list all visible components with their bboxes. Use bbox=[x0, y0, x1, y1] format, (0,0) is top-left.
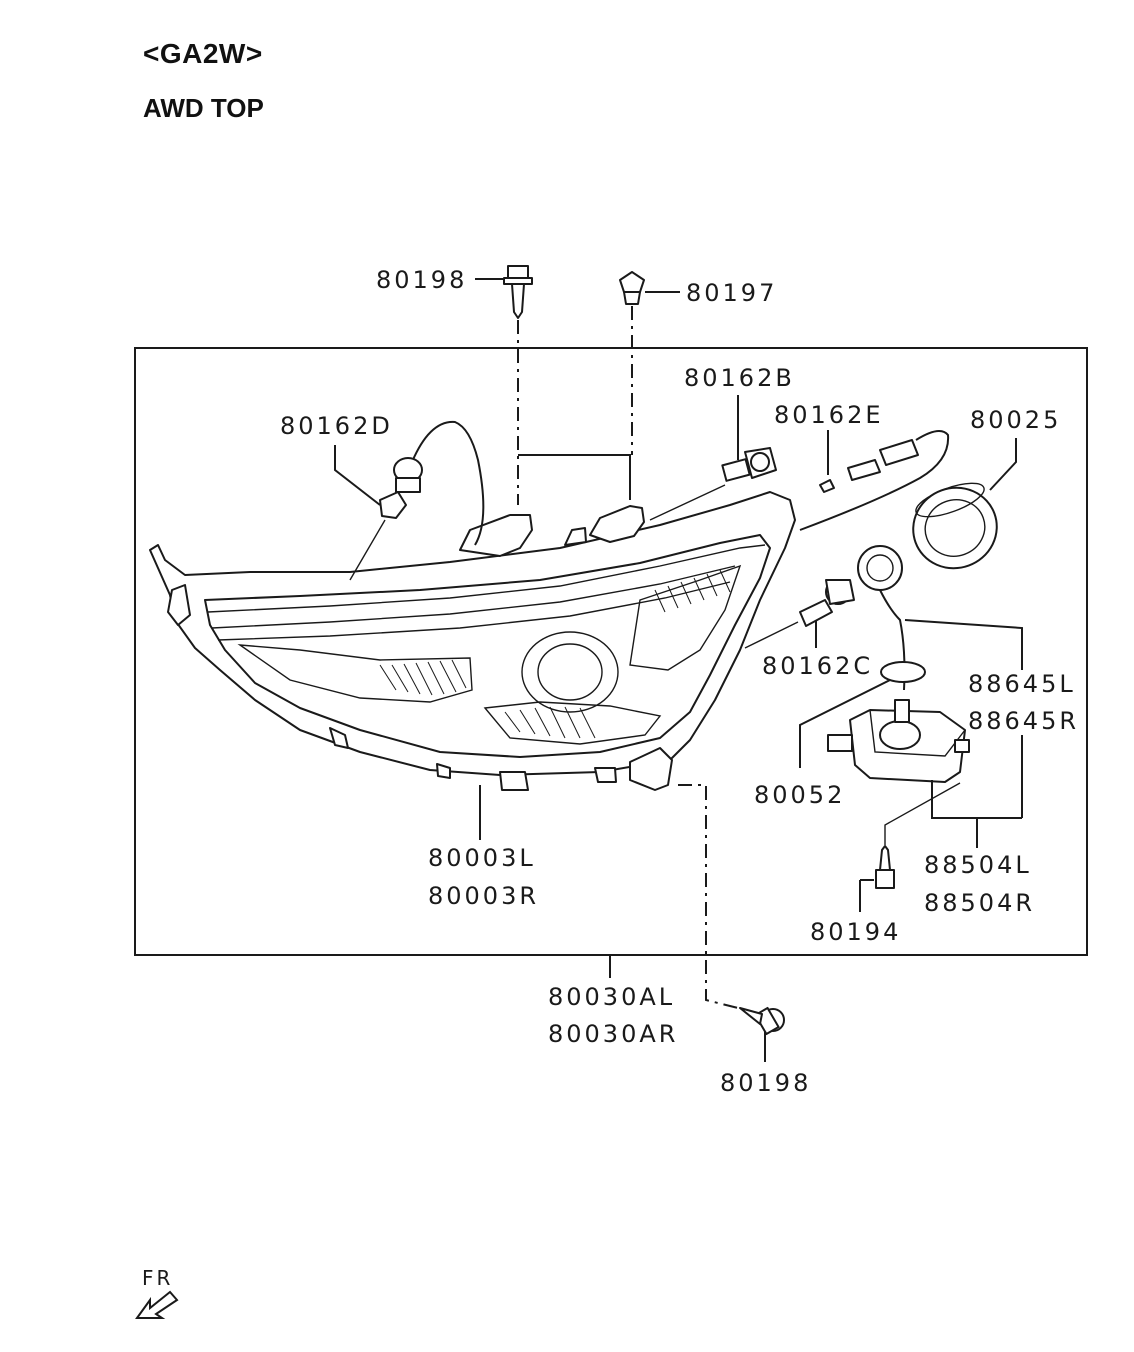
part-label-80030AR: 80030AR bbox=[548, 1020, 678, 1048]
section-title: AWD TOP bbox=[143, 93, 264, 123]
part-label-80197: 80197 bbox=[686, 279, 777, 307]
part-label-80025: 80025 bbox=[970, 406, 1061, 434]
leader-lines bbox=[334, 278, 1023, 1062]
screw-80194-illustration bbox=[875, 845, 895, 889]
part-label-80003R: 80003R bbox=[428, 882, 539, 910]
part-label-80162C: 80162C bbox=[762, 652, 873, 680]
part-label-88645R: 88645R bbox=[968, 707, 1079, 735]
headlamp-assembly-illustration bbox=[149, 491, 796, 791]
front-arrow-icon bbox=[135, 1290, 179, 1319]
part-label-80052: 80052 bbox=[754, 781, 845, 809]
part-label-80162B: 80162B bbox=[684, 364, 795, 392]
part-label-80162D: 80162D bbox=[280, 412, 393, 440]
part-label-80030AL: 80030AL bbox=[548, 983, 675, 1011]
orientation-label: FR bbox=[142, 1266, 173, 1290]
bulb-80162B-illustration bbox=[721, 447, 777, 482]
part-label-88504L: 88504L bbox=[924, 851, 1032, 879]
model-code: <GA2W> bbox=[143, 38, 263, 69]
bulb-80162C-illustration bbox=[799, 579, 855, 627]
screw-80198-top-illustration bbox=[503, 265, 533, 319]
part-label-80198-top: 80198 bbox=[376, 266, 467, 294]
part-label-88504R: 88504R bbox=[924, 889, 1035, 917]
screw-80198-bottom-illustration bbox=[739, 1006, 785, 1036]
socket-80162D-illustration bbox=[379, 420, 485, 546]
part-label-80198-bottom: 80198 bbox=[720, 1069, 811, 1097]
igniter-88645-illustration bbox=[857, 545, 926, 691]
part-label-80194: 80194 bbox=[810, 918, 901, 946]
cap-80025-illustration bbox=[912, 482, 998, 570]
ballast-88504-illustration bbox=[827, 699, 970, 783]
bulb-80162E-illustration bbox=[799, 430, 950, 531]
part-label-80003L: 80003L bbox=[428, 844, 536, 872]
part-label-80162E: 80162E bbox=[774, 401, 884, 429]
part-label-88645L: 88645L bbox=[968, 670, 1076, 698]
clip-80197-illustration bbox=[619, 271, 645, 305]
